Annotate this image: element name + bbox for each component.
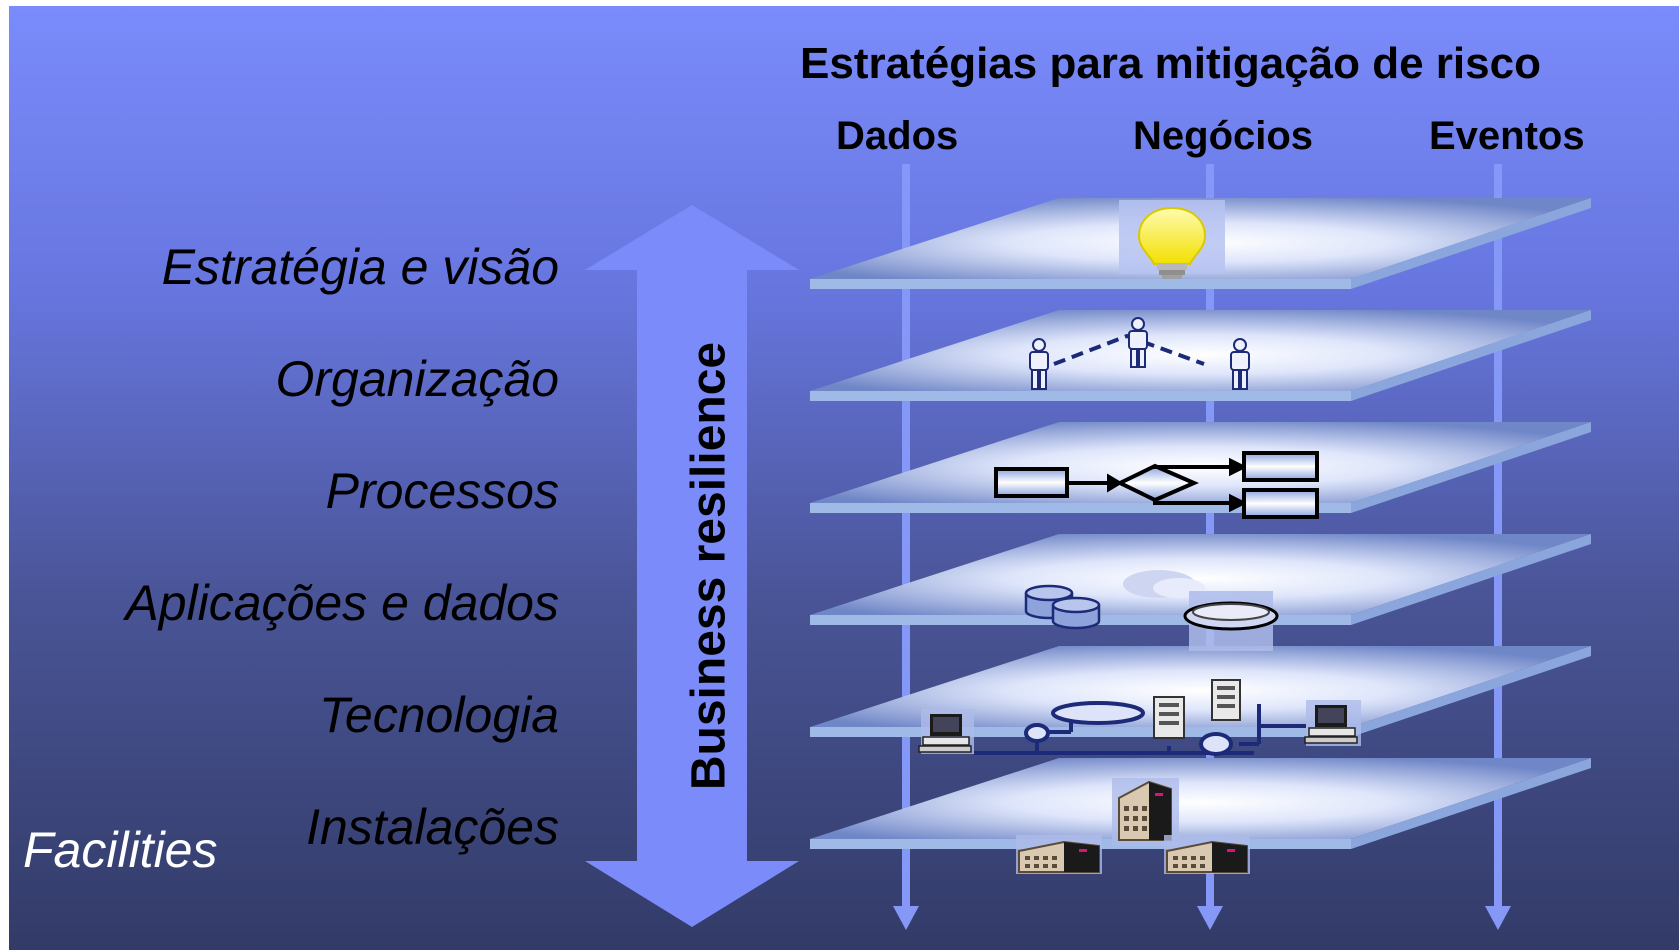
layer-label-estrategia: Estratégia e visão xyxy=(161,239,559,295)
building-icon xyxy=(1016,778,1250,874)
slide: Estratégias para mitigação de risco Dado… xyxy=(9,6,1679,950)
business-resilience-arrow xyxy=(585,205,799,927)
computer-icon xyxy=(1304,700,1361,746)
computer-icon xyxy=(918,709,974,754)
layer-label-processos: Processos xyxy=(325,463,559,519)
layer-label-organizacao: Organização xyxy=(275,351,560,407)
column-label-eventos: Eventos xyxy=(1429,114,1585,158)
layer-label-tecnologia: Tecnologia xyxy=(318,687,559,743)
layer-plane xyxy=(810,310,1591,401)
people-icon xyxy=(1029,317,1250,390)
database-icon xyxy=(1024,570,1279,651)
server-icon xyxy=(1211,679,1241,721)
network-icon xyxy=(918,679,1361,756)
layer-label-aplicacoes: Aplicações e dados xyxy=(125,575,559,631)
column-arrowheads xyxy=(893,906,1511,930)
process-flow-icon xyxy=(994,451,1319,519)
server-icon xyxy=(1153,696,1185,739)
diagram-title: Estratégias para mitigação de risco xyxy=(800,39,1541,88)
column-label-negocios: Negócios xyxy=(1133,114,1314,158)
facilities-label: Facilities xyxy=(23,822,218,878)
layer-label-instalacoes: Instalações xyxy=(306,799,559,855)
business-resilience-label: Business resilience xyxy=(682,341,736,791)
lightbulb-icon xyxy=(1119,200,1225,279)
column-label-dados: Dados xyxy=(836,114,959,158)
diagram-canvas xyxy=(585,164,1591,930)
